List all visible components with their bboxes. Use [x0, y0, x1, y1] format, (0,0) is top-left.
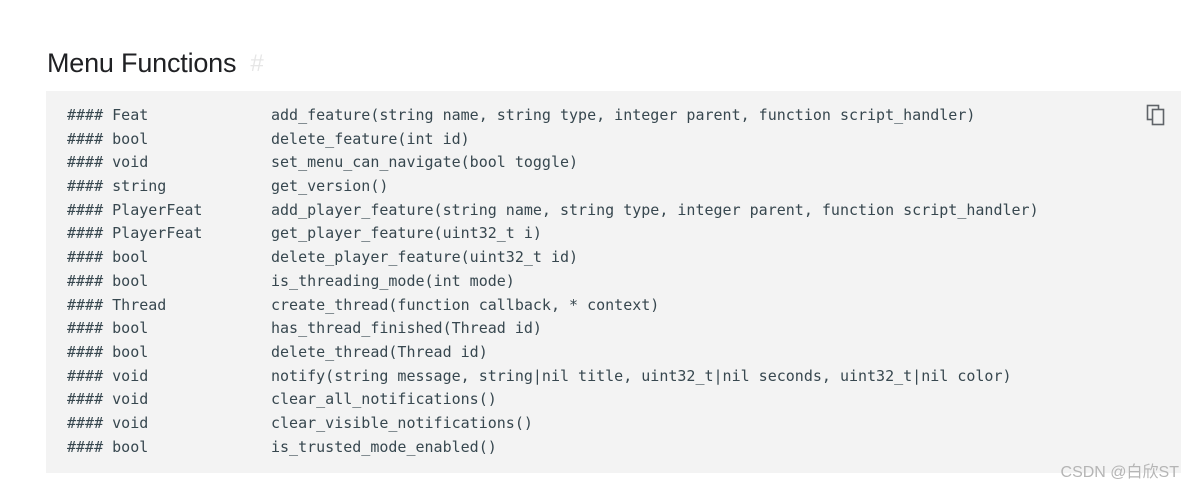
code-line: #### void set_menu_can_navigate(bool togg… [67, 151, 1039, 175]
return-type: #### void [67, 366, 149, 385]
code-block: #### Feat add_feature(string name, string… [46, 91, 1181, 473]
code-line: #### bool has_thread_finished(Thread id) [67, 317, 1039, 341]
return-type: #### bool [67, 271, 149, 290]
code-line: #### void clear_visible_notifications() [67, 412, 1039, 436]
function-signature: is_threading_mode(int mode) [271, 271, 515, 290]
return-type: #### bool [67, 248, 149, 267]
return-type: #### bool [67, 319, 149, 338]
code-line: #### PlayerFeat add_player_feature(string… [67, 199, 1039, 223]
code-lines: #### Feat add_feature(string name, string… [67, 104, 1039, 459]
return-type: #### bool [67, 342, 149, 361]
function-signature: create_thread(function callback, * conte… [271, 295, 660, 314]
code-line: #### void clear_all_notifications() [67, 388, 1039, 412]
code-line: #### string get_version() [67, 175, 1039, 199]
page-title: Menu Functions [47, 48, 237, 79]
function-signature: clear_visible_notifications() [271, 413, 533, 432]
function-signature: notify(string message, string|nil title,… [271, 366, 1012, 385]
return-type: #### void [67, 153, 149, 172]
heading-anchor-link[interactable]: # [250, 49, 264, 77]
return-type: #### void [67, 413, 149, 432]
code-line: #### bool delete_thread(Thread id) [67, 341, 1039, 365]
return-type: #### PlayerFeat [67, 200, 203, 219]
function-signature: delete_feature(int id) [271, 129, 470, 148]
copy-icon [1146, 104, 1165, 126]
function-signature: clear_all_notifications() [271, 390, 497, 409]
function-signature: delete_player_feature(uint32_t id) [271, 248, 579, 267]
return-type: #### string [67, 177, 167, 196]
section-heading: Menu Functions # [47, 46, 264, 82]
code-line: #### bool is_threading_mode(int mode) [67, 270, 1039, 294]
return-type: #### Feat [67, 106, 149, 124]
return-type: #### bool [67, 437, 149, 456]
function-signature: is_trusted_mode_enabled() [271, 437, 497, 456]
code-line: #### bool delete_player_feature(uint32_t … [67, 246, 1039, 270]
code-line: #### bool delete_feature(int id) [67, 128, 1039, 152]
function-signature: has_thread_finished(Thread id) [271, 319, 542, 338]
code-line: #### void notify(string message, string|n… [67, 365, 1039, 389]
return-type: #### bool [67, 129, 149, 148]
code-line: #### PlayerFeat get_player_feature(uint32… [67, 222, 1039, 246]
function-signature: add_feature(string name, string type, in… [271, 106, 976, 124]
watermark: CSDN @白欣ST [1060, 464, 1179, 481]
copy-button[interactable] [1146, 104, 1166, 126]
return-type: #### void [67, 390, 149, 409]
function-signature: get_player_feature(uint32_t i) [271, 224, 542, 243]
return-type: #### PlayerFeat [67, 224, 203, 243]
return-type: #### Thread [67, 295, 167, 314]
function-signature: delete_thread(Thread id) [271, 342, 488, 361]
function-signature: set_menu_can_navigate(bool toggle) [271, 153, 579, 172]
function-signature: get_version() [271, 177, 389, 196]
code-line: #### Thread create_thread(function callba… [67, 294, 1039, 318]
code-line: #### Feat add_feature(string name, string… [67, 104, 1039, 128]
function-signature: add_player_feature(string name, string t… [271, 200, 1039, 219]
code-line: #### bool is_trusted_mode_enabled() [67, 436, 1039, 460]
